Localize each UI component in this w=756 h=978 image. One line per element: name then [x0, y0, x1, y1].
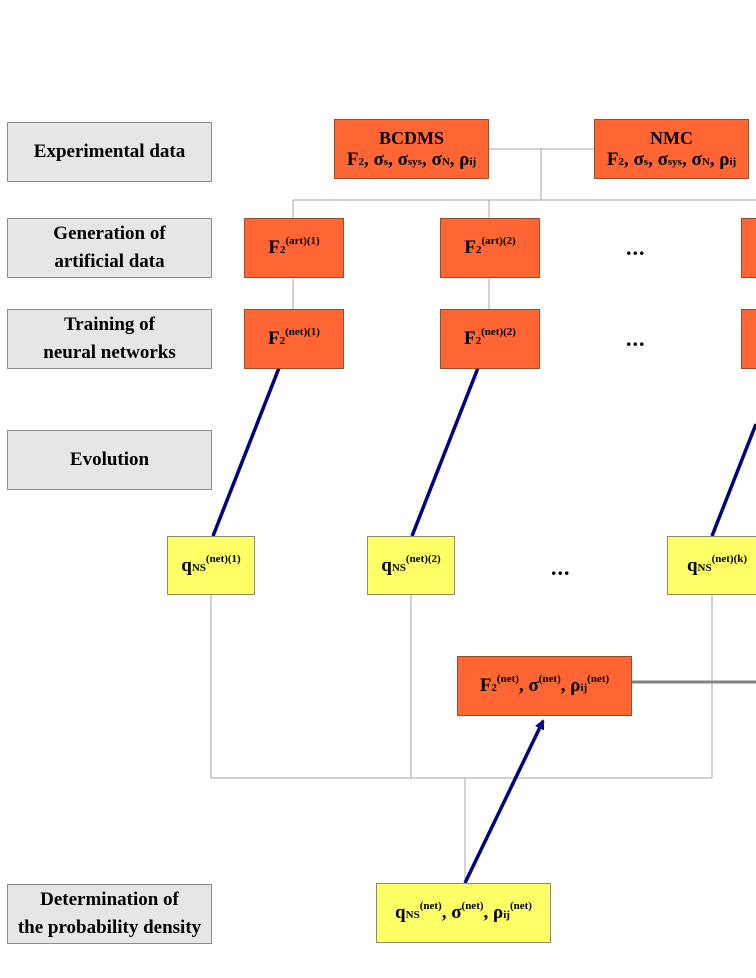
label-text: Determination of — [40, 888, 179, 910]
probability-density: qNS(net), σ(net), ρij(net) — [376, 883, 551, 943]
label-generation: Generation of artificial data — [7, 218, 212, 278]
label-text: Experimental data — [33, 140, 186, 162]
label-experimental-data: Experimental data — [7, 122, 212, 182]
source-bcdms: BCDMS F2, σs, σsys, σN, ρij — [334, 119, 489, 179]
label-text: Training of — [64, 313, 155, 335]
network-observables: F2(net), σ(net), ρij(net) — [457, 656, 632, 716]
arrow-density-to-observables — [463, 719, 545, 884]
source-observables: F2, σs, σsys, σN, ρij — [606, 148, 737, 170]
source-name: BCDMS — [378, 127, 444, 148]
ellipsis-q: ... — [551, 555, 571, 580]
label-evolution: Evolution — [7, 430, 212, 490]
arrow-qk-to-netk — [710, 423, 756, 537]
ellipsis-network: ... — [626, 326, 646, 351]
source-observables: F2, σs, σsys, σN, ρij — [346, 148, 477, 170]
arrow-q1-to-net1 — [211, 343, 290, 537]
label-training: Training of neural networks — [7, 309, 212, 369]
source-name: NMC — [650, 127, 693, 148]
source-nmc: NMC F2, σs, σsys, σN, ρij — [594, 119, 749, 179]
label-text: Generation of — [53, 222, 166, 244]
q-ns-replica-k: qNS(net)(k) — [667, 536, 756, 595]
label-text: neural networks — [43, 342, 176, 363]
label-text: the probability density — [17, 917, 202, 938]
network-replica-k — [741, 309, 756, 369]
artificial-replica-2: F2(art)(2) — [440, 218, 540, 278]
label-determination: Determination of the probability density — [7, 884, 212, 944]
ellipsis-artificial: ... — [626, 235, 646, 260]
label-text: artificial data — [54, 251, 165, 272]
artificial-replica-k — [741, 218, 756, 278]
network-replica-2: F2(net)(2) — [440, 309, 540, 369]
arrow-q2-to-net2 — [410, 343, 489, 537]
label-text: Evolution — [69, 448, 150, 470]
q-ns-replica-1: qNS(net)(1) — [167, 536, 255, 595]
artificial-replica-1: F2(art)(1) — [244, 218, 344, 278]
network-replica-1: F2(net)(1) — [244, 309, 344, 369]
q-ns-replica-2: qNS(net)(2) — [367, 536, 455, 595]
